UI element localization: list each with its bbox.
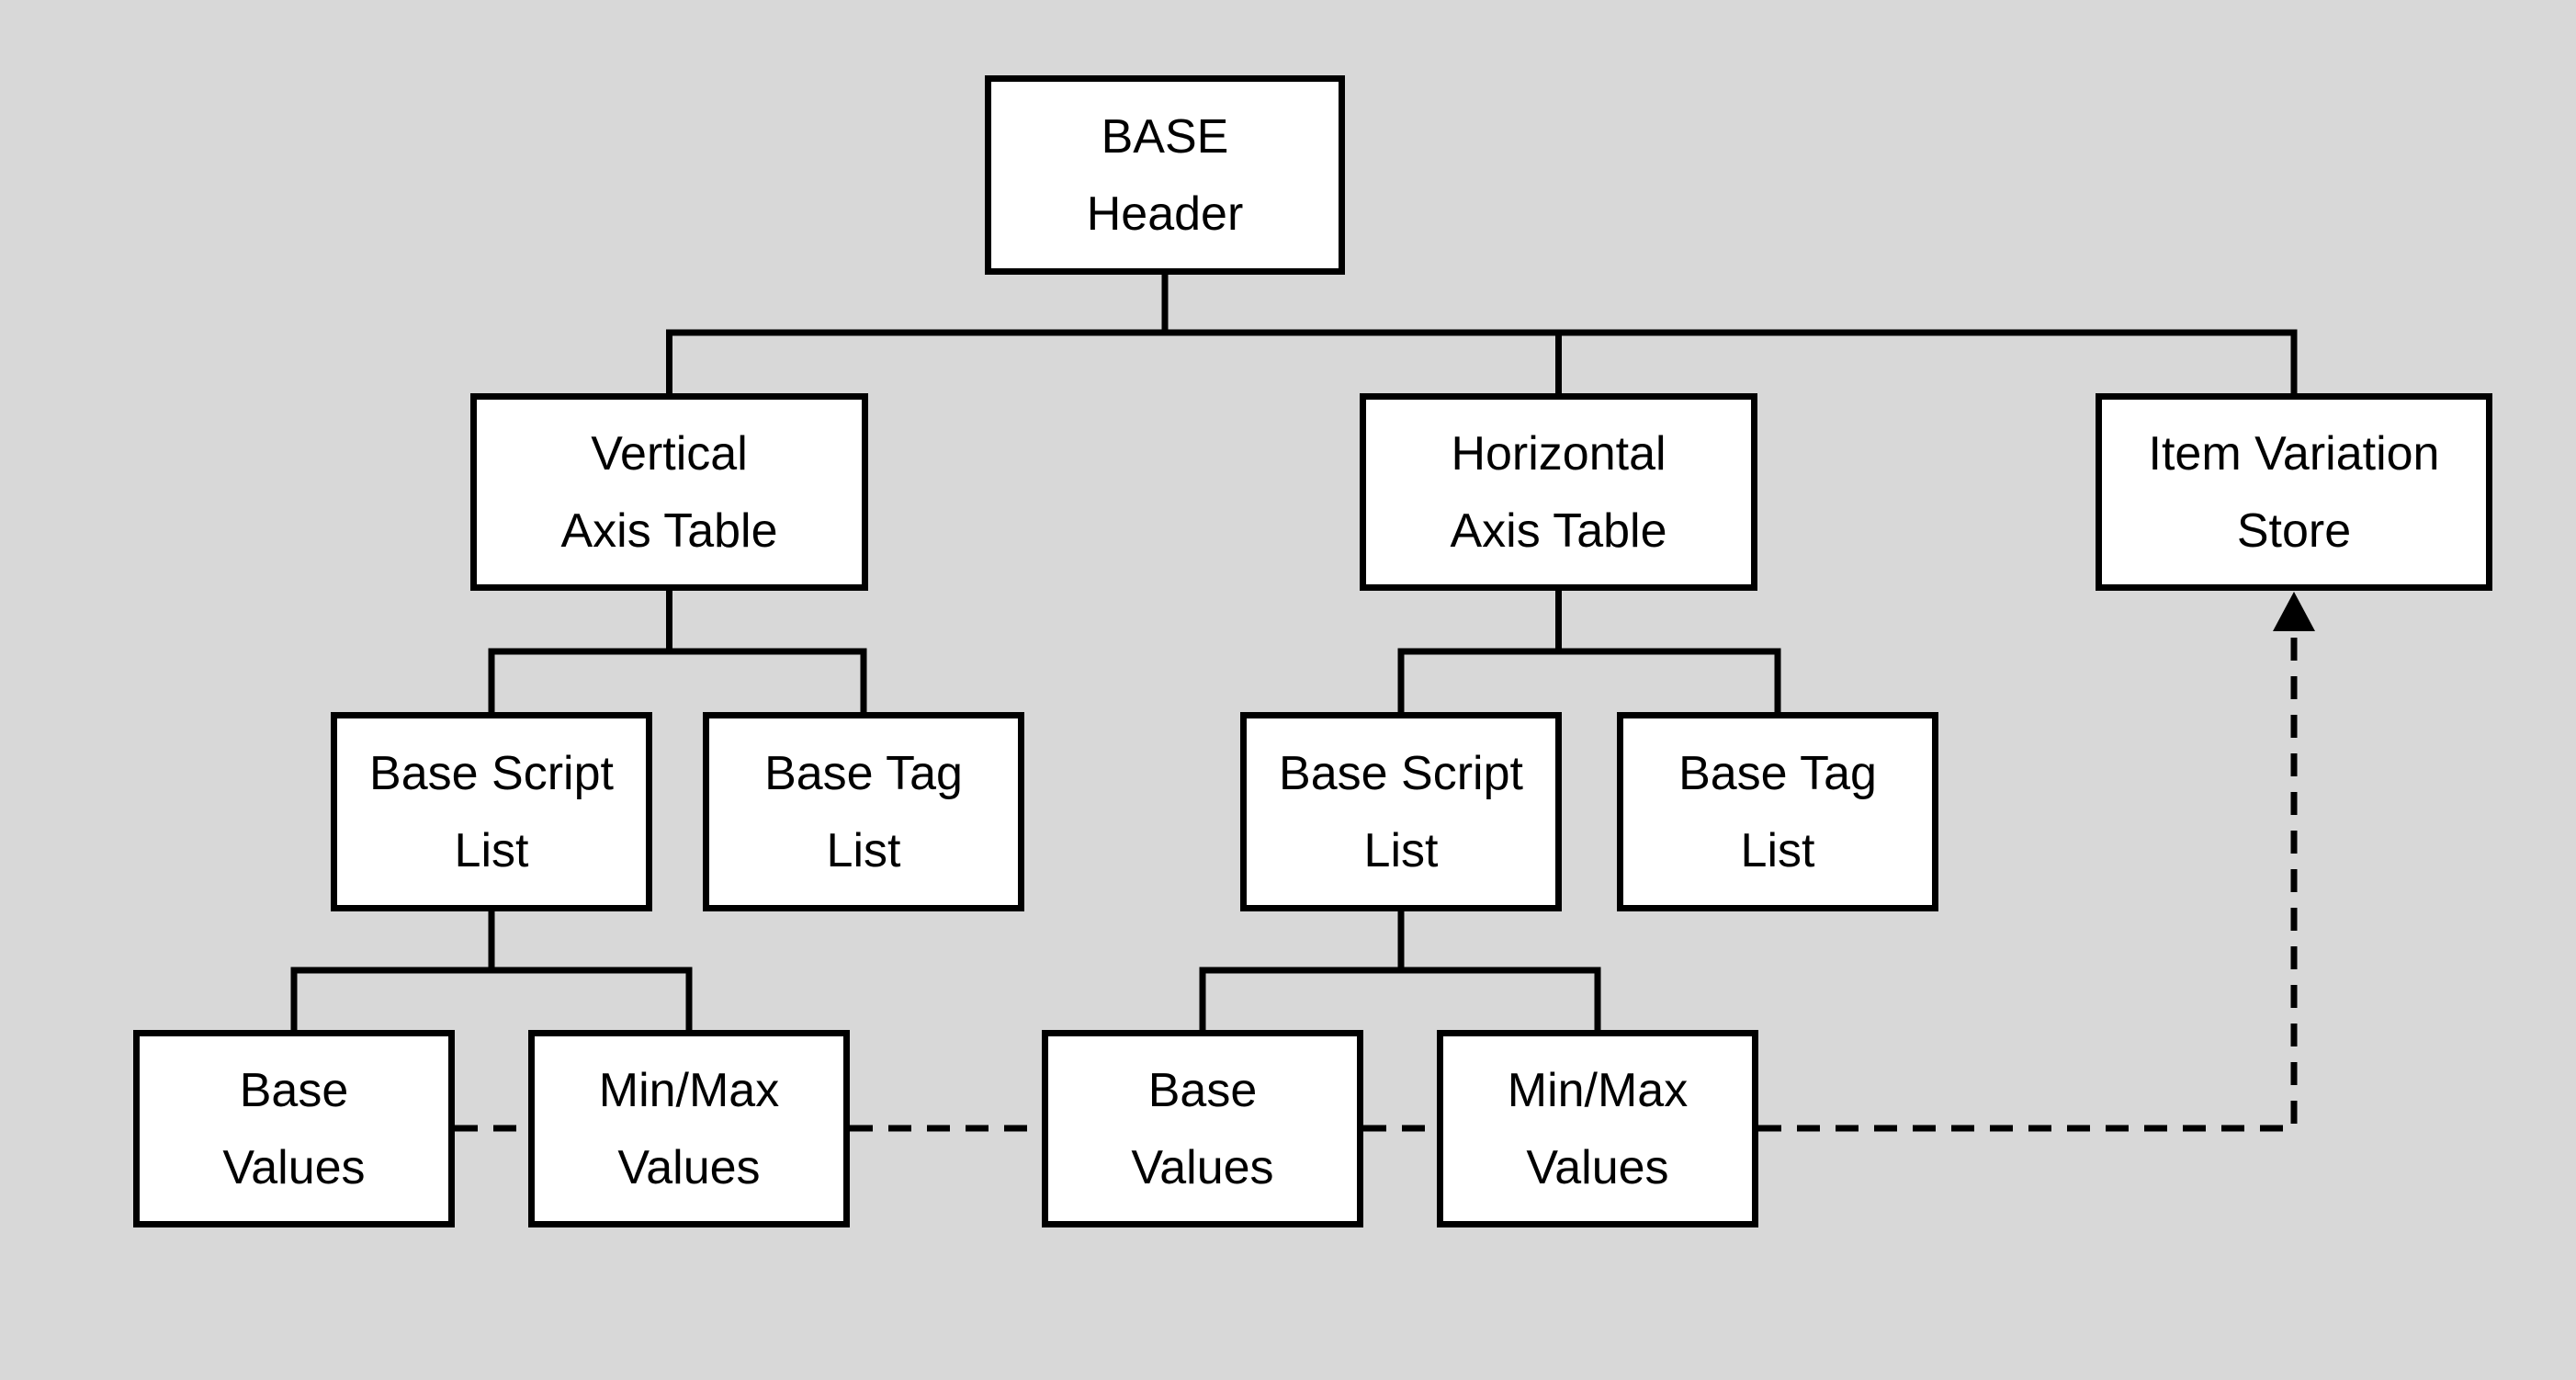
node-vertical-base-values-label: Base Values [222, 1063, 366, 1194]
node-horizontal-minmax-values: Min/Max Values [1437, 1030, 1758, 1227]
node-vertical-base-values: Base Values [133, 1030, 455, 1227]
node-base-header-label: BASE Header [1086, 109, 1244, 241]
node-item-variation-store-label: Item Variation Store [2148, 426, 2440, 558]
node-horizontal-axis-table-label: Horizontal Axis Table [1450, 426, 1667, 558]
node-horizontal-base-script-list: Base Script List [1240, 712, 1562, 911]
node-vertical-base-script-list: Base Script List [331, 712, 652, 911]
node-horizontal-base-tag-list-label: Base Tag List [1678, 746, 1877, 877]
node-vertical-minmax-values-label: Min/Max Values [598, 1063, 780, 1194]
node-vertical-base-tag-list: Base Tag List [703, 712, 1024, 911]
node-vertical-base-tag-list-label: Base Tag List [764, 746, 963, 877]
node-base-header: BASE Header [985, 75, 1345, 275]
node-horizontal-base-values: Base Values [1042, 1030, 1363, 1227]
node-horizontal-base-tag-list: Base Tag List [1617, 712, 1938, 911]
node-vertical-axis-table: Vertical Axis Table [470, 393, 868, 591]
node-horizontal-base-script-list-label: Base Script List [1279, 746, 1523, 877]
node-vertical-minmax-values: Min/Max Values [528, 1030, 850, 1227]
node-vertical-axis-table-label: Vertical Axis Table [560, 426, 778, 558]
dashed-link-to-store [1758, 632, 2298, 1132]
node-horizontal-base-values-label: Base Values [1131, 1063, 1274, 1194]
node-item-variation-store: Item Variation Store [2096, 393, 2492, 591]
node-horizontal-axis-table: Horizontal Axis Table [1360, 393, 1757, 591]
node-vertical-base-script-list-label: Base Script List [369, 746, 614, 877]
node-horizontal-minmax-values-label: Min/Max Values [1507, 1063, 1689, 1194]
arrowhead-up-icon [2273, 592, 2315, 631]
